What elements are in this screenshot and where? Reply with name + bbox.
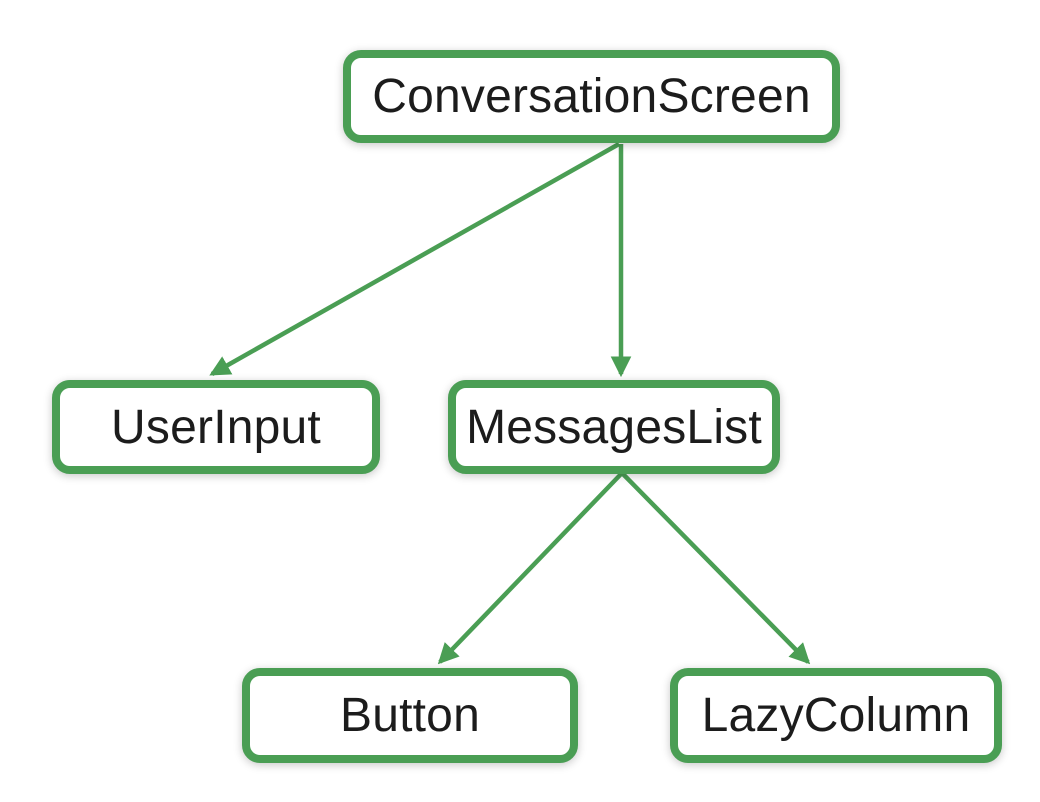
tree-node-user-input: UserInput [52, 380, 380, 474]
tree-node-messages-list: MessagesList [448, 380, 780, 474]
node-label-messages-list: MessagesList [466, 400, 762, 454]
tree-node-lazy-column: LazyColumn [670, 668, 1002, 763]
tree-node-button: Button [242, 668, 578, 763]
tree-node-conversation-screen: ConversationScreen [343, 50, 840, 143]
edge-conversation-screen-to-user-input [209, 142, 621, 376]
node-label-button: Button [340, 689, 480, 742]
edge-messages-list-to-button [437, 471, 624, 665]
edge-messages-list-to-lazy-column [620, 471, 811, 665]
node-label-user-input: UserInput [111, 400, 321, 454]
node-label-conversation-screen: ConversationScreen [372, 70, 811, 123]
node-label-lazy-column: LazyColumn [701, 689, 971, 742]
